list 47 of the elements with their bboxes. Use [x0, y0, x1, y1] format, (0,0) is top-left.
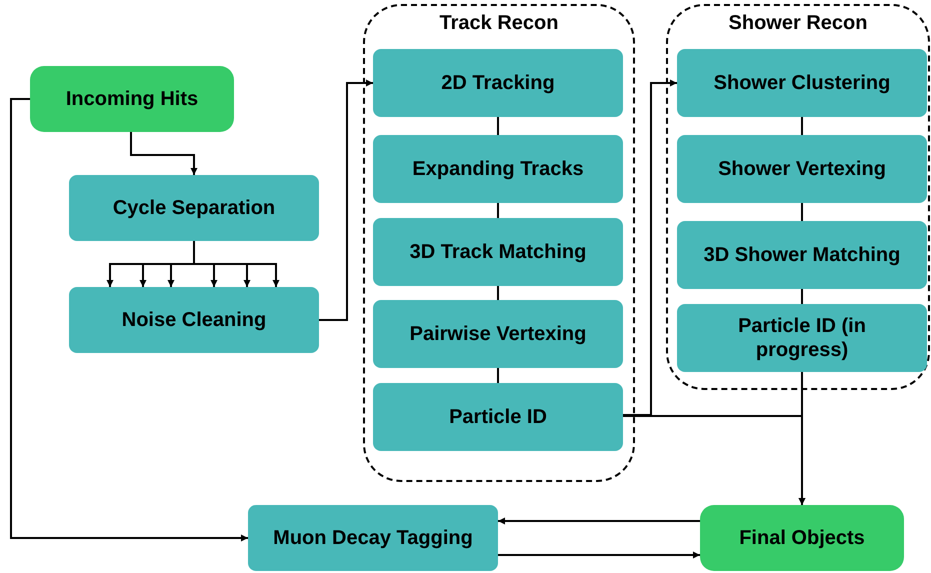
node-label: 3D Shower Matching	[704, 243, 900, 267]
connector-line	[497, 286, 499, 300]
connector-line	[801, 117, 803, 135]
process-box	[677, 304, 927, 372]
process-box	[69, 175, 319, 241]
arrow	[798, 372, 806, 505]
process-box	[373, 383, 623, 451]
node-label: 3D Track Matching	[410, 240, 586, 264]
group-container	[666, 4, 930, 390]
node-label: Shower Clustering	[714, 71, 890, 95]
node-label: Noise Cleaning	[122, 308, 266, 332]
group-heading: Track Recon	[440, 11, 558, 35]
node-label: Particle ID (in progress)	[737, 314, 867, 362]
arrow	[623, 80, 677, 416]
process-box	[677, 135, 927, 203]
node-label: Particle ID	[449, 405, 547, 429]
connector-line	[801, 203, 803, 221]
arrow	[498, 552, 700, 558]
connector-line	[497, 117, 499, 135]
connector-line	[497, 203, 499, 218]
node-label: Cycle Separation	[112, 196, 276, 220]
arrow	[319, 80, 373, 321]
process-box	[373, 135, 623, 203]
node-label: Pairwise Vertexing	[410, 322, 586, 346]
node-label: 2D Tracking	[441, 71, 555, 95]
arrow	[498, 518, 700, 524]
terminal-box	[700, 505, 904, 571]
node-label: Final Objects	[739, 526, 865, 550]
group-container	[363, 4, 635, 482]
node-label: Incoming Hits	[66, 87, 198, 111]
process-box	[373, 300, 623, 368]
connector-line	[497, 368, 499, 383]
node-label: Shower Vertexing	[718, 157, 886, 181]
arrow	[193, 241, 280, 287]
process-box	[373, 49, 623, 117]
arrow	[130, 132, 198, 175]
process-box	[69, 287, 319, 353]
process-box	[677, 221, 927, 289]
node-label: Muon Decay Tagging	[273, 526, 473, 550]
arrow	[10, 98, 248, 542]
process-box	[677, 49, 927, 117]
terminal-box	[30, 66, 234, 132]
connector-line	[801, 289, 803, 304]
process-box	[248, 505, 498, 571]
group-heading: Shower Recon	[728, 11, 868, 35]
process-box	[373, 218, 623, 286]
node-label: Expanding Tracks	[412, 157, 584, 181]
